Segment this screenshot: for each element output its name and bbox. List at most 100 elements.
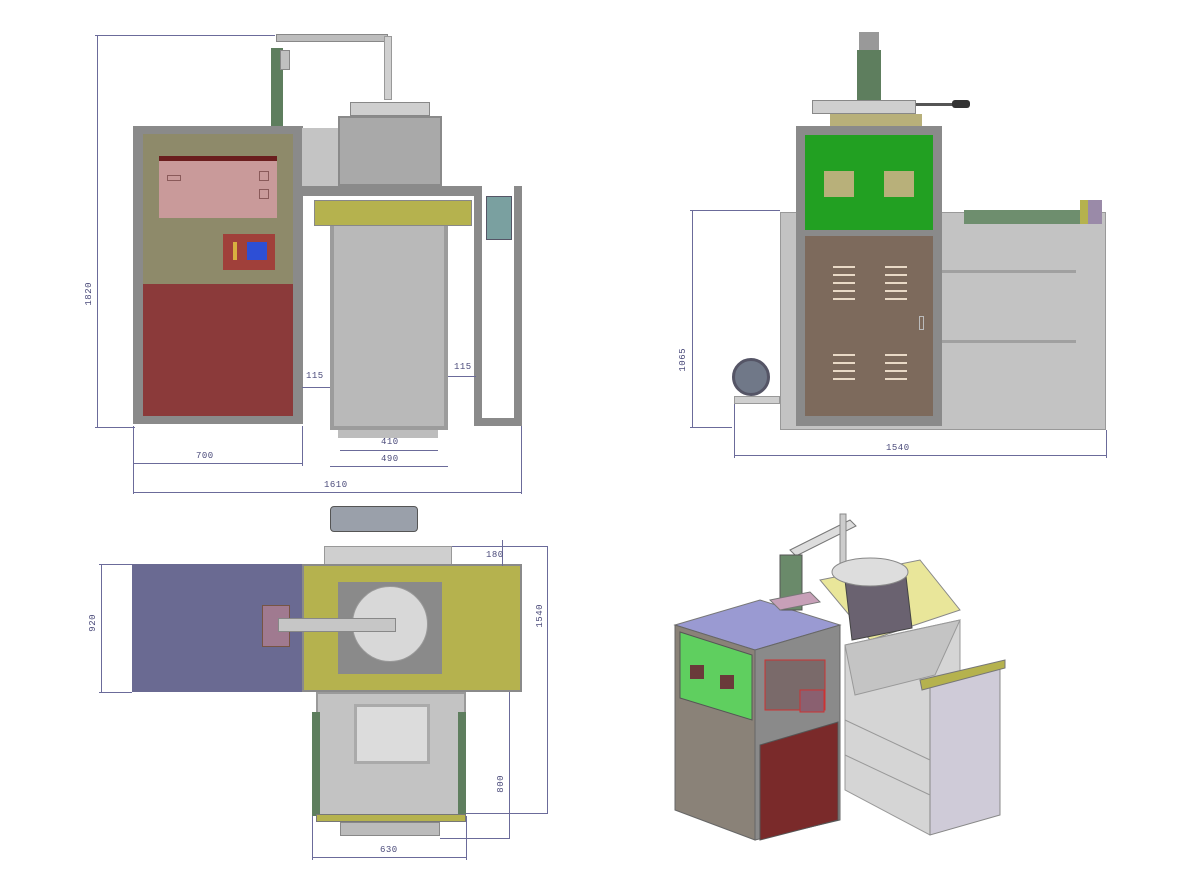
dim-line-overall-width — [133, 492, 521, 493]
vent-slot — [885, 282, 907, 284]
extension-line — [133, 426, 134, 494]
lower-door — [143, 284, 293, 416]
extension-line — [690, 427, 732, 428]
vent-slot — [885, 290, 907, 292]
extension-line — [99, 692, 132, 693]
extension-line — [312, 816, 313, 860]
dim-chamber-width: 630 — [380, 845, 398, 855]
extension-line — [734, 404, 735, 458]
side-rail — [964, 210, 1080, 224]
clamp-plate — [314, 200, 472, 226]
extension-line — [521, 426, 522, 494]
dim-overall-width: 1610 — [324, 480, 348, 490]
extension-line — [452, 546, 548, 547]
lid-handle — [916, 103, 966, 106]
extension-line — [95, 35, 275, 36]
cabinet-connector — [302, 128, 338, 186]
meter-icon — [259, 189, 269, 199]
vent-slot — [833, 274, 855, 276]
furnace-upper-body — [338, 116, 442, 186]
dim-line-chamber-extension — [509, 692, 510, 838]
dim-line-left-clearance — [302, 387, 330, 388]
column-cap — [859, 32, 879, 50]
chamber-rail-left — [312, 712, 320, 816]
dim-side-length: 1540 — [886, 443, 910, 453]
dim-cabinet-width: 700 — [196, 451, 214, 461]
meter-icon — [259, 171, 269, 181]
indicator-icon — [167, 175, 181, 181]
vent-slot — [885, 362, 907, 364]
chamber-rail-right — [458, 712, 466, 816]
frame-top-beam — [296, 186, 522, 196]
lift-bracket — [280, 50, 290, 70]
side-rib — [940, 270, 1076, 273]
hmi-panel — [223, 234, 275, 270]
isometric-machine-illustration — [673, 513, 1006, 841]
dim-line-cabinet-width — [133, 463, 302, 464]
dim-inner-chamber: 410 — [381, 437, 399, 447]
vent-slot — [833, 290, 855, 292]
top-chamber — [316, 692, 466, 816]
vent-slot — [833, 370, 855, 372]
extension-line — [95, 427, 135, 428]
window-left — [824, 171, 854, 197]
side-rib — [940, 340, 1076, 343]
dim-overall-height: 1820 — [84, 282, 94, 306]
extension-line — [1106, 430, 1107, 458]
extension-line — [302, 426, 303, 466]
lid-handle-grip — [952, 100, 970, 108]
extension-line — [99, 564, 132, 565]
door-handle-icon — [919, 316, 924, 330]
lift-rod — [384, 36, 392, 100]
green-panel — [805, 135, 933, 230]
front-clamp-bar — [316, 814, 466, 822]
dim-left-clearance: 115 — [306, 371, 324, 381]
dim-line-overall-height — [97, 35, 98, 427]
dim-line-side-height — [692, 210, 693, 427]
extension-line — [466, 816, 467, 860]
vent-slot — [885, 298, 907, 300]
dim-line-outer-chamber — [330, 466, 448, 467]
control-cabinet — [133, 126, 303, 424]
extension-line — [440, 838, 510, 839]
dim-motor-offset: 180 — [486, 550, 504, 560]
dim-line-cabinet-depth — [101, 564, 102, 692]
electrical-box — [486, 196, 512, 240]
vacuum-pump — [732, 358, 770, 396]
vent-slot — [885, 266, 907, 268]
extension-line — [690, 210, 780, 211]
dim-outer-chamber: 490 — [381, 454, 399, 464]
front-clamp-base — [340, 822, 440, 836]
instrument-panel — [159, 156, 277, 218]
side-cabinet — [796, 126, 942, 426]
vent-slot — [885, 370, 907, 372]
vent-slot — [833, 362, 855, 364]
dim-right-clearance: 115 — [454, 362, 472, 372]
dim-cabinet-depth: 920 — [88, 614, 98, 632]
pump-base — [734, 396, 780, 404]
dim-line-overall-depth — [547, 546, 548, 814]
vent-slot — [885, 354, 907, 356]
side-clamp — [1080, 200, 1102, 224]
vent-slot — [833, 282, 855, 284]
vent-slot — [833, 266, 855, 268]
dim-line-chamber-width — [312, 857, 466, 858]
side-lid-base — [830, 114, 922, 126]
side-lid — [812, 100, 916, 114]
key-switch-icon — [233, 242, 237, 260]
dim-chamber-extension: 800 — [496, 775, 506, 793]
motor-mount — [324, 546, 452, 566]
lid-arm — [278, 618, 396, 632]
window-right — [884, 171, 914, 197]
extension-line — [466, 813, 548, 814]
dim-line-side-length — [734, 455, 1106, 456]
furnace-lid — [350, 102, 430, 116]
vent-slot — [833, 298, 855, 300]
dim-overall-depth: 1540 — [535, 604, 545, 628]
vent-slot — [833, 354, 855, 356]
dim-line-right-clearance — [448, 376, 476, 377]
vent-slot — [885, 378, 907, 380]
vent-slot — [885, 274, 907, 276]
vent-slot — [833, 378, 855, 380]
dim-side-height: 1065 — [678, 348, 688, 372]
